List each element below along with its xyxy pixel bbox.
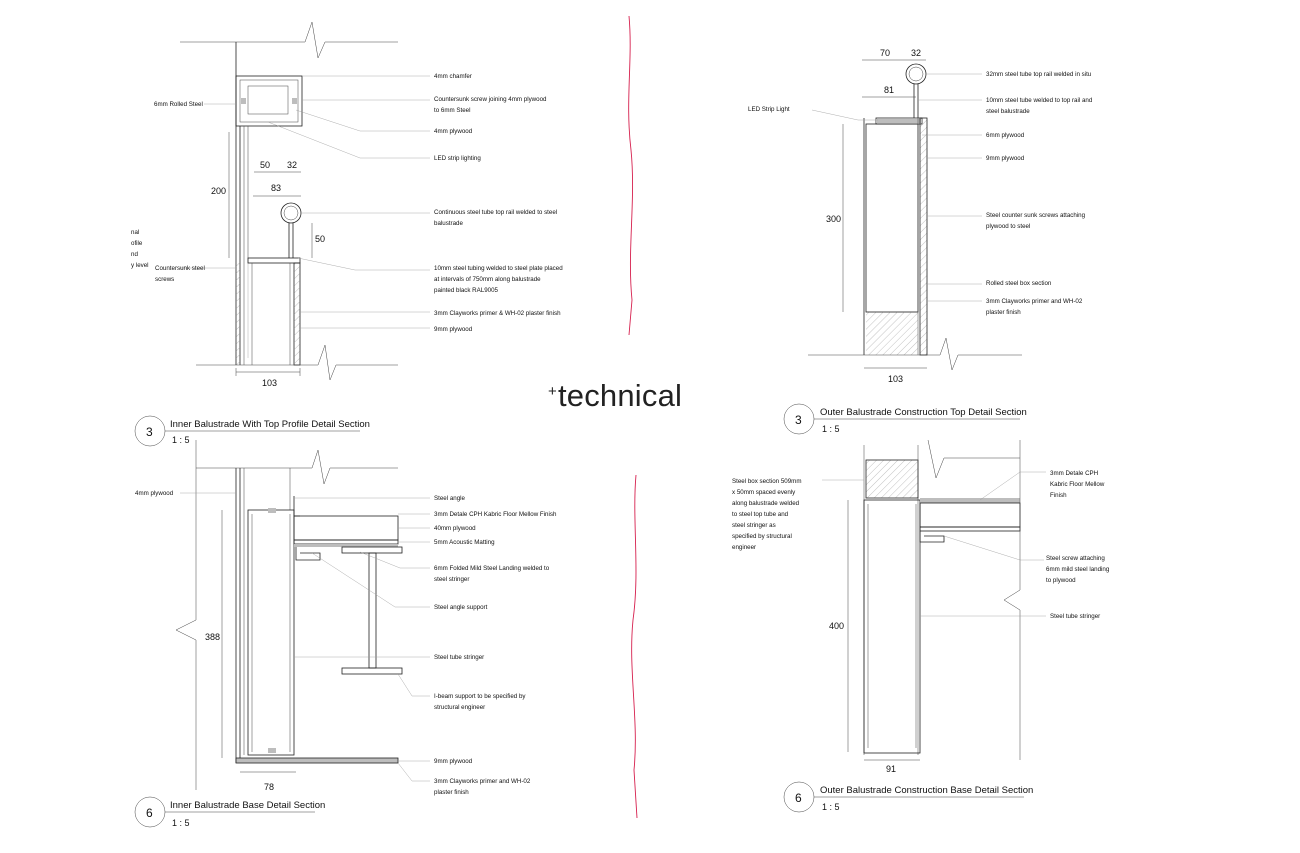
note-box-section-6: specified by structural (732, 533, 792, 540)
detail-scale-2: 1 : 5 (822, 424, 840, 434)
note-tube-stringer-outer: Steel tube stringer (1050, 613, 1100, 620)
note-clayworks: 3mm Clayworks primer & WH-02 plaster fin… (434, 310, 561, 317)
detail-inner-base: 388 78 4mm plywood Steel angle 3mm Detal… (135, 440, 557, 796)
dim-200: 200 (211, 186, 226, 196)
note-9mm-plywood-outer: 9mm plywood (986, 155, 1025, 162)
detail-scale-1: 1 : 5 (172, 435, 190, 445)
note-9mm-plywood: 9mm plywood (434, 326, 473, 333)
note-clayworks-base-2: plaster finish (434, 789, 469, 796)
note-clayworks-outer-2: plaster finish (986, 309, 1021, 316)
note-steel-tubing-2: at intervals of 750mm along balustrade (434, 276, 541, 283)
note-box-section-3: along balustrade welded (732, 500, 800, 507)
note-counter-sunk-2: plywood to steel (986, 223, 1030, 230)
dim-50-v: 50 (315, 234, 325, 244)
detail-outer-top: 70 32 81 300 103 32mm steel tube top rai… (748, 48, 1093, 384)
brand-logo: +technical (548, 378, 682, 414)
note-rolled-steel: 6mm Rolled Steel (154, 101, 203, 108)
note-cut-1: nal (131, 229, 139, 236)
detail-outer-base: 400 91 Steel box section 509mm x 50mm sp… (732, 439, 1110, 774)
note-cut-3: nd (131, 251, 138, 258)
note-countersunk-screw: Countersunk screw joining 4mm plywood (434, 96, 547, 103)
dim-70: 70 (880, 48, 890, 58)
note-ibeam-2: structural engineer (434, 704, 485, 711)
sheet-cut-line-bottom (631, 474, 638, 819)
dim-32: 32 (287, 160, 297, 170)
detail-title-4: Outer Balustrade Construction Base Detai… (820, 785, 1033, 796)
note-led-strip: LED strip lighting (434, 155, 481, 162)
note-floor-outer-2: Kabric Floor Mellow (1050, 481, 1105, 488)
note-40mm-plywood: 40mm plywood (434, 525, 476, 532)
dim-300: 300 (826, 214, 841, 224)
note-cut-2: ofile (131, 240, 143, 247)
brand-word: technical (557, 378, 683, 413)
note-steel-screw: Steel screw attaching (1046, 555, 1105, 562)
detail-title-3: Inner Balustrade Base Detail Section (170, 800, 325, 811)
note-rolled-box: Rolled steel box section (986, 280, 1052, 287)
dim-81: 81 (884, 85, 894, 95)
note-clayworks-outer: 3mm Clayworks primer and WH-02 (986, 298, 1083, 305)
brand-plus: + (548, 383, 557, 400)
note-10mm-tube-2: steel balustrade (986, 108, 1030, 115)
dim-83: 83 (271, 183, 281, 193)
note-box-section-7: engineer (732, 544, 756, 551)
note-box-section-5: steel stringer as (732, 522, 776, 529)
note-4mm-plywood: 4mm plywood (434, 128, 473, 135)
note-floor-outer-3: Finish (1050, 492, 1067, 499)
detail-number-2: 3 (795, 413, 802, 427)
dim-388: 388 (205, 632, 220, 642)
detail-number-1: 3 (146, 425, 153, 439)
note-floor-outer: 3mm Detale CPH (1050, 470, 1098, 477)
dim-400: 400 (829, 621, 844, 631)
note-cut-4: y level (131, 262, 149, 269)
note-steel-angle: Steel angle (434, 495, 466, 502)
title-block-1: 3 Inner Balustrade With Top Profile Deta… (134, 415, 370, 447)
detail-scale-3: 1 : 5 (172, 818, 190, 828)
dim-50: 50 (260, 160, 270, 170)
note-box-section-4: to steel top tube and (732, 511, 789, 518)
note-6mm-plywood: 6mm plywood (986, 132, 1025, 139)
note-steel-tubing-3: painted black RAL9005 (434, 287, 499, 294)
note-steel-landing-2: steel stringer (434, 576, 469, 583)
note-led-strip-light: LED Strip Light (748, 106, 790, 113)
dim-32-top: 32 (911, 48, 921, 58)
detail-inner-top: 103 50 32 83 200 50 4mm chamfer Counters… (131, 21, 563, 388)
title-block-4: 6 Outer Balustrade Construction Base Det… (783, 781, 1033, 813)
sheet-cut-line-top (628, 15, 634, 336)
note-steel-screw-3: to plywood (1046, 577, 1076, 584)
title-block-2: 3 Outer Balustrade Construction Top Deta… (783, 403, 1027, 435)
note-steel-screw-2: 6mm mild steel landing (1046, 566, 1110, 573)
detail-title-2: Outer Balustrade Construction Top Detail… (820, 407, 1027, 418)
note-countersunk-steel: Countersunk steel (155, 265, 205, 272)
note-clayworks-base: 3mm Clayworks primer and WH-02 (434, 778, 531, 785)
dim-78: 78 (264, 782, 274, 792)
note-32mm-rail: 32mm steel tube top rail welded in situ (986, 71, 1092, 78)
note-box-section: Steel box section 509mm (732, 478, 801, 485)
dim-103: 103 (262, 378, 277, 388)
note-counter-sunk: Steel counter sunk screws attaching (986, 212, 1086, 219)
note-floor-finish: 3mm Detale CPH Kabric Floor Mellow Finis… (434, 511, 557, 518)
note-ibeam: I-beam support to be specified by (434, 693, 526, 700)
note-box-section-2: x 50mm spaced evenly (732, 489, 796, 496)
detail-number-4: 6 (795, 791, 802, 805)
note-countersunk-steel-2: screws (155, 276, 174, 283)
note-9mm-plywood-base: 9mm plywood (434, 758, 473, 765)
note-top-rail-2: balustrade (434, 220, 463, 227)
dim-103-outer: 103 (888, 374, 903, 384)
note-steel-landing: 6mm Folded Mild Steel Landing welded to (434, 565, 550, 572)
note-acoustic-matting: 5mm Acoustic Matting (434, 539, 495, 546)
note-4mm-chamfer: 4mm chamfer (434, 73, 472, 80)
detail-number-3: 6 (146, 806, 153, 820)
note-tube-stringer: Steel tube stringer (434, 654, 484, 661)
detail-scale-4: 1 : 5 (822, 802, 840, 812)
note-angle-support: Steel angle support (434, 604, 488, 611)
note-10mm-tube: 10mm steel tube welded to top rail and (986, 97, 1093, 104)
dim-91: 91 (886, 764, 896, 774)
note-countersunk-screw-2: to 6mm Steel (434, 107, 470, 114)
note-top-rail: Continuous steel tube top rail welded to… (434, 209, 557, 216)
note-steel-tubing: 10mm steel tubing welded to steel plate … (434, 265, 563, 272)
note-4mm-plywood-base: 4mm plywood (135, 490, 174, 497)
title-block-3: 6 Inner Balustrade Base Detail Section 1… (134, 796, 325, 828)
detail-title-1: Inner Balustrade With Top Profile Detail… (170, 419, 370, 430)
